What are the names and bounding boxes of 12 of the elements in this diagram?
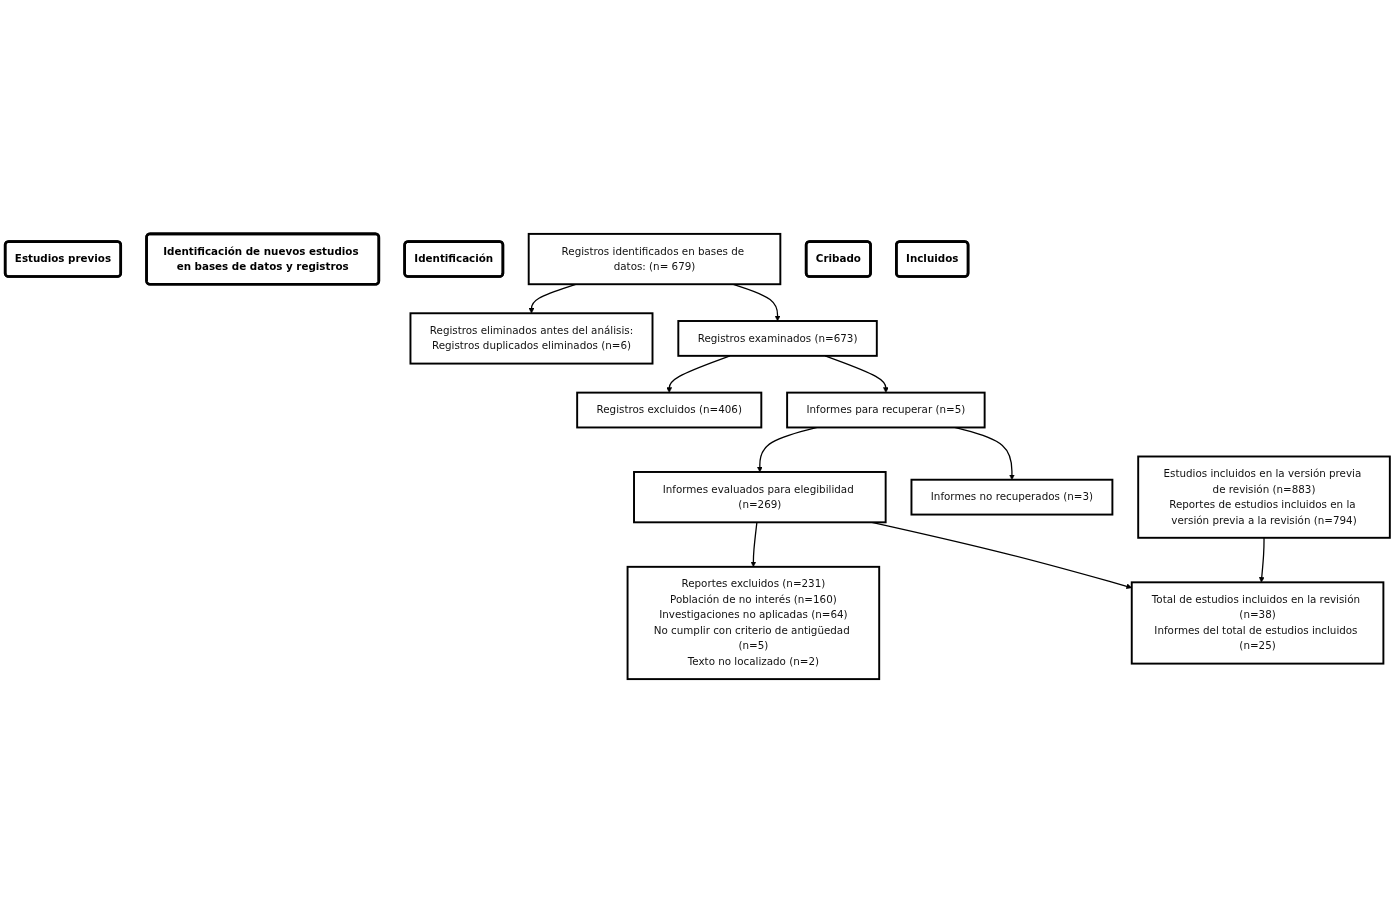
node-box: Informes para recuperar (n=5) — [786, 391, 986, 429]
node-box: Informes evaluados para elegibilidad (n=269) — [633, 471, 887, 524]
node-box: Total de estudios incluidos en la revisión (n=38) Informes del total de estudios incluidos (n=25) — [1130, 581, 1385, 665]
node-box: Reportes excluidos (n=231) Población de no interés (n=160) Investigaciones no aplicadas (n=64) No cumplir con criterio de antigüedad (n=5) Texto no localizado (n=2) — [626, 565, 881, 681]
node-box: Registros identificados en bases de datos: (n= 679) — [527, 232, 782, 286]
node-box: Informes no recuperados (n=3) — [910, 478, 1114, 516]
node-box: Registros eliminados antes del análisis: Registros duplicados eliminados (n=6) — [409, 312, 654, 365]
arrow — [750, 521, 758, 568]
node-box: Estudios incluidos en la versión previa de revisión (n=883) Reportes de estudios incluidos en la versión previa a la revisión (n=794) — [1137, 455, 1391, 539]
arrow — [1258, 537, 1265, 583]
node-box: Registros examinados (n=673) — [677, 320, 878, 357]
node-box: Registros excluidos (n=406) — [576, 391, 763, 429]
